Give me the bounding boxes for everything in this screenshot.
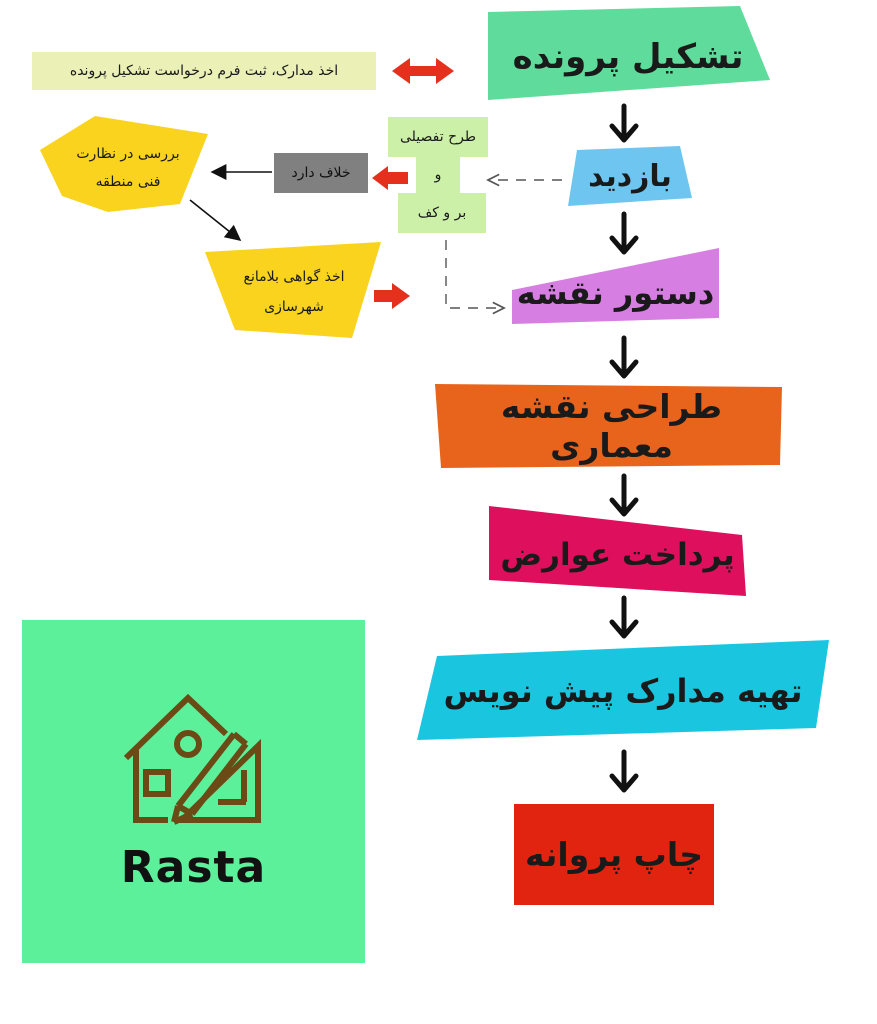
flow-arrow-3: [609, 335, 639, 379]
detailed-plan-line2: و: [434, 167, 442, 183]
step7-label: چاپ پروانه: [525, 835, 703, 874]
certificate-line2: شهرسازی: [264, 299, 324, 315]
review-line2: فنی منطقه: [95, 174, 161, 190]
review-line1: بررسی در نظارت: [76, 146, 180, 162]
step1-shape: [488, 6, 770, 100]
flow-arrow-4: [609, 473, 639, 517]
red-arrow-certificate: [374, 283, 410, 309]
dashed-plan-to-order: [445, 240, 504, 308]
step1-label: تشکیل پرونده: [512, 37, 744, 77]
detailed-plan-middle: و: [416, 157, 460, 193]
step2-shape: [568, 146, 692, 206]
violation-box: خلاف دارد: [274, 153, 368, 193]
step5-shape: [489, 506, 746, 596]
step6-shape: [417, 640, 829, 740]
certificate-label: اخذ گواهی بلامانع شهرسازی: [214, 254, 374, 330]
house-ruler-pencil-icon: [123, 693, 261, 825]
detailed-plan-top: طرح تفصیلی: [388, 117, 488, 157]
step2-label: بازدید: [588, 158, 672, 194]
certificate-line1: اخذ گواهی بلامانع: [243, 269, 345, 285]
detailed-plan-line1: طرح تفصیلی: [400, 129, 477, 145]
certificate-shape: [205, 242, 381, 338]
step4-shape: [435, 384, 782, 468]
arrow-review-to-certificate: [189, 199, 242, 241]
red-arrow-violation: [372, 166, 408, 190]
documents-box: اخذ مدارک، ثبت فرم درخواست تشکیل پرونده: [32, 52, 376, 90]
step7-shape: [514, 804, 714, 905]
step6-label: تهیه مدارک پیش نویس: [443, 672, 803, 710]
violation-label: خلاف دارد: [291, 165, 351, 181]
review-label: بررسی در نظارت فنی منطقه: [56, 132, 200, 204]
documents-label: اخذ مدارک، ثبت فرم درخواست تشکیل پرونده: [69, 63, 339, 79]
detailed-plan-box: طرح تفصیلی و بر و کف: [388, 117, 488, 233]
detailed-plan-bottom: بر و کف: [398, 193, 486, 233]
flow-arrow-6: [609, 749, 639, 793]
step3-shape: [512, 248, 719, 324]
brand-name: Rasta: [120, 842, 267, 893]
logo-panel: Rasta: [22, 620, 365, 963]
step4-label: طراحی نقشه معماری: [500, 387, 723, 465]
flow-arrow-2: [609, 211, 639, 255]
flow-arrow-1: [609, 103, 639, 143]
double-red-arrow: [392, 58, 454, 84]
detailed-plan-line3: بر و کف: [417, 205, 467, 221]
flow-arrow-5: [609, 595, 639, 639]
step3-label: دستور نقشه: [516, 274, 715, 312]
step5-label: پرداخت عوارض: [500, 537, 735, 573]
review-shape: [40, 116, 208, 212]
